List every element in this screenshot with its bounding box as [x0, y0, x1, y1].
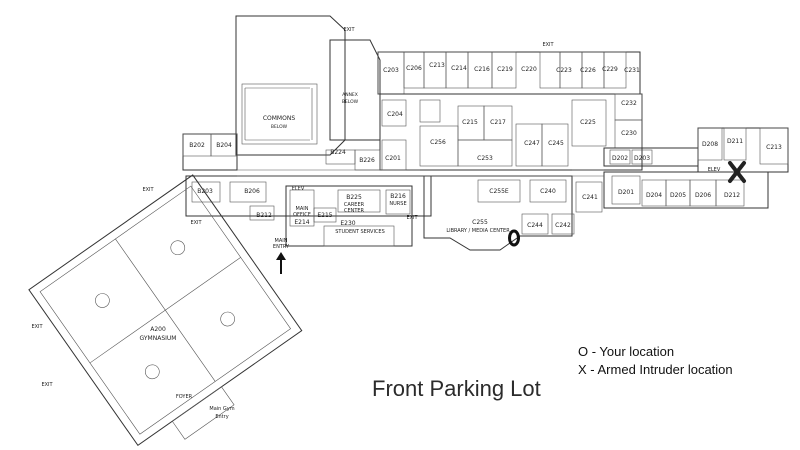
room-c219: C219 — [497, 66, 513, 73]
room-c215: C215 — [462, 119, 478, 126]
main-office-label-1: MAIN — [296, 206, 309, 212]
room-d202: D202 — [612, 155, 628, 162]
room-c213-east: C213 — [766, 144, 782, 151]
room-c253: C253 — [477, 155, 493, 162]
commons-block: COMMONS BELOW — [235, 15, 346, 156]
library-label: LIBRARY / MEDIA CENTER — [446, 228, 510, 234]
intruder-location-marker — [728, 161, 746, 183]
room-c256: C256 — [430, 139, 446, 146]
exit-label-gym-south: EXIT — [41, 382, 53, 388]
elev-label-west: ELEV — [292, 186, 305, 192]
career-label-1: CAREER — [344, 202, 365, 208]
room-b224: B224 — [330, 149, 346, 156]
foyer-label: FOYER — [176, 394, 193, 400]
room-e215: E215 — [317, 212, 332, 219]
room-b206: B206 — [244, 188, 260, 195]
room-c206: C206 — [406, 65, 422, 72]
room-c225: C225 — [580, 119, 596, 126]
main-entry-label-1: MAIN — [275, 238, 288, 244]
room-c232: C232 — [621, 100, 637, 107]
room-c231: C231 — [624, 67, 640, 74]
main-entry-marker: MAIN ENTRY — [273, 238, 290, 274]
room-b212: B212 — [256, 212, 272, 219]
legend-your-location: O - Your location — [578, 344, 675, 359]
gym-room-label: A200 — [150, 326, 166, 333]
room-c223: C223 — [556, 67, 572, 74]
room-b226: B226 — [359, 157, 375, 164]
room-b202: B202 — [189, 142, 205, 149]
room-c229: C229 — [602, 66, 618, 73]
north-classroom-wing: C203 C206 C213 C214 C216 C219 C220 C223 … — [377, 51, 641, 95]
room-e214: E214 — [294, 219, 309, 226]
room-d208: D208 — [702, 141, 718, 148]
room-c201: C201 — [385, 155, 401, 162]
room-c217: C217 — [490, 119, 506, 126]
d-wing: D202 D203 D201 D204 D205 D206 D212 D208 … — [603, 127, 789, 209]
nurse-label: NURSE — [389, 201, 406, 207]
room-c240: C240 — [540, 188, 556, 195]
central-c-block: C204 C201 C256 C215 C217 C253 C247 C245 … — [379, 93, 643, 171]
room-b216: B216 — [390, 193, 406, 200]
gym-name-label: GYMNASIUM — [140, 335, 177, 342]
career-label-2: CENTER — [344, 208, 365, 214]
room-c241: C241 — [582, 194, 598, 201]
room-c214: C214 — [451, 65, 467, 72]
room-b203: B203 — [197, 188, 213, 195]
room-c247: C247 — [524, 140, 540, 147]
exit-label-north-east: EXIT — [542, 42, 554, 48]
b-wing: B202 B204 B224 B226 B203 B206 B212 — [182, 133, 432, 221]
map-title: Front Parking Lot — [372, 376, 541, 401]
office-block: ELEV MAIN OFFICE E214 E215 B225 CAREER C… — [285, 185, 418, 247]
exit-label-office: EXIT — [406, 215, 418, 221]
room-d201: D201 — [618, 189, 634, 196]
exit-label-gym-west: EXIT — [31, 324, 43, 330]
room-b225: B225 — [346, 194, 362, 201]
exit-label-north: EXIT — [343, 27, 355, 33]
room-d211: D211 — [727, 138, 743, 145]
annex-sub-label: BELOW — [342, 99, 359, 105]
room-c226: C226 — [580, 67, 596, 74]
annex-label: ANNEX — [342, 92, 358, 98]
room-d206: D206 — [695, 192, 711, 199]
elev-label-east: ELEV — [708, 167, 721, 173]
room-c220: C220 — [521, 66, 537, 73]
main-gym-label-1: Main Gym — [209, 406, 234, 412]
room-c213: C213 — [429, 62, 445, 69]
student-services-label: STUDENT SERVICES — [335, 229, 385, 235]
exit-label-gym-east: EXIT — [190, 220, 202, 226]
main-gym-label-2: Entry — [215, 414, 228, 420]
room-c245: C245 — [548, 140, 564, 147]
annex-block: ANNEX BELOW — [329, 39, 381, 141]
room-d212: D212 — [724, 192, 740, 199]
commons-label: COMMONS — [263, 115, 295, 122]
room-b204: B204 — [216, 142, 232, 149]
room-c242: C242 — [555, 222, 571, 229]
room-e230: E230 — [340, 220, 355, 227]
exit-label-gym-north: EXIT — [142, 187, 154, 193]
room-c216: C216 — [474, 66, 490, 73]
room-d204: D204 — [646, 192, 662, 199]
map-legend: O - Your location X - Armed Intruder loc… — [578, 343, 733, 379]
your-location-marker — [508, 229, 520, 247]
room-c255e: C255E — [489, 188, 509, 195]
room-c244: C244 — [527, 222, 543, 229]
room-c203: C203 — [383, 67, 399, 74]
room-c255: C255 — [472, 219, 488, 226]
main-office-label-2: OFFICE — [293, 212, 311, 218]
main-entry-label-2: ENTRY — [273, 244, 290, 250]
legend-intruder-location: X - Armed Intruder location — [578, 362, 733, 377]
room-c204: C204 — [387, 111, 403, 118]
corridor-lines — [237, 169, 604, 177]
gymnasium-block — [28, 174, 303, 447]
commons-sub-label: BELOW — [271, 124, 288, 130]
room-d205: D205 — [670, 192, 686, 199]
library-block: C255E C240 C255 LIBRARY / MEDIA CENTER C… — [423, 175, 603, 251]
room-c230: C230 — [621, 130, 637, 137]
arrow-up-icon — [276, 252, 286, 260]
room-d203: D203 — [634, 155, 650, 162]
